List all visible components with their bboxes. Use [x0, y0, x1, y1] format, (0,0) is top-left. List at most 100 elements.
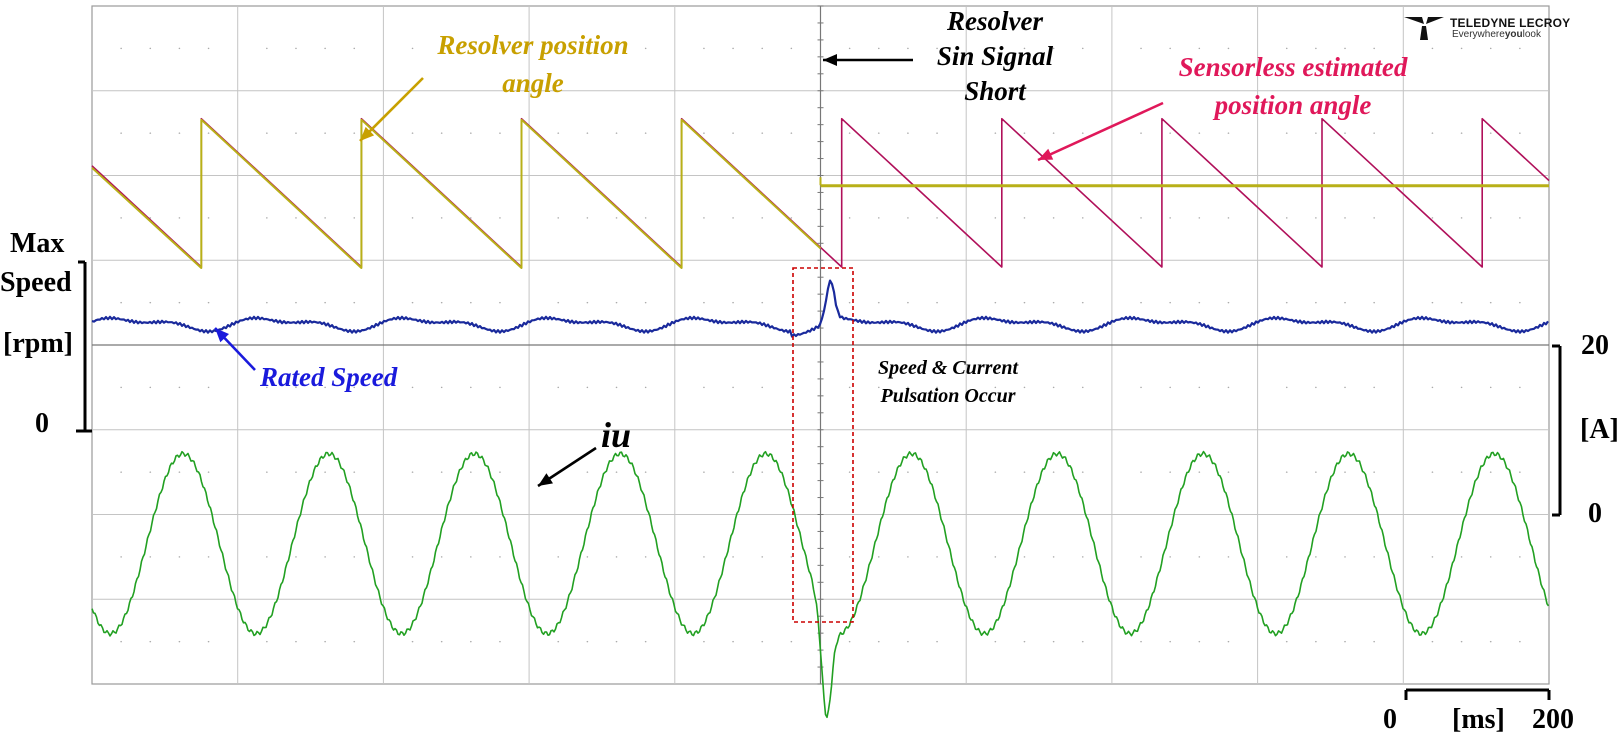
minor-dot	[586, 471, 589, 473]
minor-dot	[207, 47, 210, 50]
minor-dot	[1198, 301, 1201, 304]
minor-dot	[1519, 217, 1521, 219]
minor-dot	[295, 132, 297, 134]
minor-dot	[207, 556, 210, 558]
annotation-line: Resolver	[947, 6, 1043, 36]
minor-dot	[1344, 132, 1346, 134]
minor-dot	[1081, 132, 1084, 134]
minor-dot	[1023, 471, 1026, 473]
minor-dot	[178, 640, 181, 643]
minor-dot	[586, 640, 589, 643]
minor-dot	[936, 471, 938, 473]
minor-dot	[440, 217, 443, 219]
minor-dot	[994, 47, 997, 50]
minor-dot	[732, 132, 734, 134]
minor-dot	[1489, 132, 1492, 134]
minor-dot	[178, 301, 181, 304]
minor-dot	[1489, 301, 1492, 304]
minor-dot	[149, 386, 152, 389]
minor-dot	[1052, 386, 1055, 389]
minor-dot	[207, 640, 210, 643]
minor-dot	[1198, 471, 1201, 473]
minor-dot	[1373, 47, 1375, 50]
minor-dot	[411, 132, 414, 134]
annotation-arrows	[214, 54, 1164, 488]
minor-dot	[1198, 217, 1201, 219]
annotation-iu: iu	[601, 415, 632, 455]
minor-dot	[1519, 47, 1521, 50]
minor-dot	[644, 640, 647, 643]
minor-dot	[1023, 556, 1026, 558]
annotation-line: Resolver position	[437, 30, 629, 60]
minor-dot	[1431, 471, 1434, 473]
minor-dot	[1315, 386, 1317, 389]
minor-dot	[1198, 640, 1201, 643]
minor-dot	[907, 556, 909, 558]
minor-dot	[499, 471, 501, 473]
minor-dot	[470, 386, 472, 389]
minor-dot	[615, 556, 618, 558]
minor-dot	[848, 640, 851, 643]
minor-dot	[644, 132, 647, 134]
minor-dot	[848, 47, 851, 50]
minor-dot	[703, 301, 705, 304]
minor-dot	[1169, 47, 1171, 50]
annotation-sensorless-angle: Sensorless estimated position angle	[1148, 48, 1438, 124]
minor-dot	[732, 471, 734, 473]
minor-dot	[1227, 640, 1230, 643]
minor-dot	[907, 471, 909, 473]
minor-dot	[499, 132, 501, 134]
annotation-line: Speed & Current	[877, 357, 1019, 379]
minor-dot	[615, 471, 618, 473]
annotation-line: position angle	[1214, 90, 1372, 120]
minor-dot	[1373, 471, 1375, 473]
minor-dot	[1140, 301, 1142, 304]
minor-dot	[1519, 132, 1521, 134]
minor-dot	[761, 386, 764, 389]
minor-dot	[1023, 132, 1026, 134]
minor-dot	[120, 556, 122, 558]
minor-dot	[936, 386, 938, 389]
annotation-resolver-angle: Resolver position angle	[418, 26, 648, 102]
minor-dot	[499, 640, 501, 643]
annotation-sin-short: Resolver Sin Signal Short	[920, 4, 1070, 109]
minor-dot	[644, 556, 647, 558]
iu-arrow	[537, 446, 597, 488]
minor-dot	[178, 47, 181, 50]
left-axis-unit-label: [rpm]	[3, 328, 73, 359]
minor-dot	[207, 132, 210, 134]
minor-dot	[1344, 556, 1346, 558]
minor-dot	[1373, 132, 1375, 134]
minor-dot	[761, 301, 764, 304]
minor-dot	[1023, 217, 1026, 219]
minor-dot	[732, 556, 734, 558]
minor-dot	[266, 640, 268, 643]
minor-dot	[324, 301, 326, 304]
minor-dot	[1227, 301, 1230, 304]
minor-dot	[266, 132, 268, 134]
minor-dot	[936, 640, 938, 643]
minor-dot	[440, 556, 443, 558]
minor-dot	[1169, 471, 1171, 473]
minor-dot	[440, 301, 443, 304]
minor-dot	[353, 640, 356, 643]
left-axis-max-label: Max	[10, 228, 65, 259]
minor-dot	[790, 386, 793, 389]
minor-dot	[615, 301, 618, 304]
rated-speed-arrow	[214, 327, 256, 371]
minor-dot	[761, 471, 764, 473]
minor-dot	[295, 556, 297, 558]
minor-dot	[295, 217, 297, 219]
minor-dot	[411, 640, 414, 643]
minor-dot	[1227, 471, 1230, 473]
minor-dot	[1460, 301, 1463, 304]
minor-dot	[848, 217, 851, 219]
minor-dot	[120, 386, 122, 389]
minor-dot	[411, 47, 414, 50]
minor-dot	[1315, 471, 1317, 473]
minor-dot	[586, 301, 589, 304]
minor-dot	[149, 556, 152, 558]
minor-dot	[440, 471, 443, 473]
minor-dot	[353, 217, 356, 219]
sensorless-angle-arrow-shaft	[1037, 101, 1164, 162]
